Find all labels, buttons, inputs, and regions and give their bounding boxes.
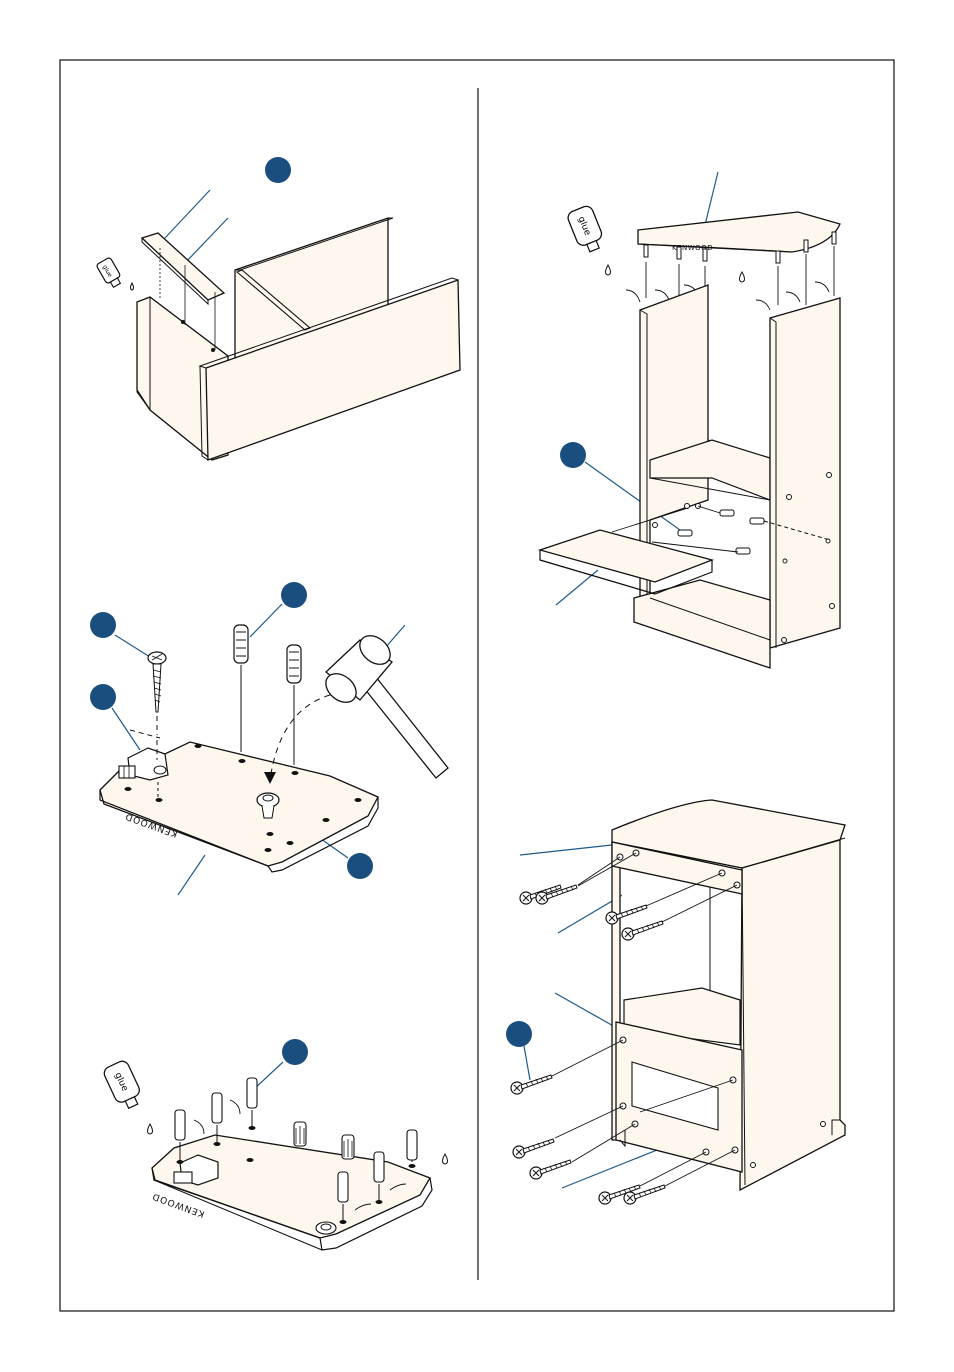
step-marker: [282, 1039, 308, 1065]
step-marker: [90, 612, 116, 638]
glue-drop-icon: [131, 283, 134, 290]
hammer-icon: [320, 630, 448, 778]
screw-icon: [511, 1075, 552, 1094]
step-back-panels: [506, 800, 845, 1204]
step-marker: [281, 582, 307, 608]
step-marker: [347, 853, 373, 879]
callout-line: [185, 218, 228, 263]
callout-line: [385, 625, 405, 648]
glue-drop-icon: [740, 272, 745, 282]
callout-line: [178, 855, 205, 895]
glue-drop-icon: [606, 265, 611, 275]
callout-line: [524, 1046, 530, 1080]
callout-line: [705, 172, 718, 225]
screw-icon: [530, 1160, 571, 1179]
glue-bottle-icon: glue: [96, 257, 124, 289]
step-base-dowels: KENWOOD: [102, 1039, 448, 1250]
step-marker: [560, 442, 586, 468]
screw-icon: [148, 652, 166, 712]
callout-line: [250, 604, 282, 637]
glue-bottle-icon: glue: [566, 204, 607, 255]
glue-drop-icon: [148, 1124, 153, 1134]
callout-line: [165, 190, 210, 238]
dowel-icon: [287, 645, 301, 765]
step-base-hardware: KENWOOD: [90, 582, 448, 895]
dowel-icon: [234, 625, 248, 752]
step-marker: [506, 1021, 532, 1047]
step-marker: [265, 157, 291, 183]
step-marker: [90, 684, 116, 710]
callout-line: [112, 708, 140, 750]
glue-bottle-icon: glue: [102, 1059, 145, 1112]
cam-lock-icon: [119, 748, 168, 780]
step-cabinet-frame: KENWOOD glue: [540, 172, 840, 668]
glue-drop-icon: [443, 1154, 448, 1164]
callout-line: [520, 845, 612, 855]
callout-line: [115, 635, 150, 657]
step-drawer-assembly: glue: [96, 157, 460, 460]
screw-icon: [513, 1139, 554, 1158]
